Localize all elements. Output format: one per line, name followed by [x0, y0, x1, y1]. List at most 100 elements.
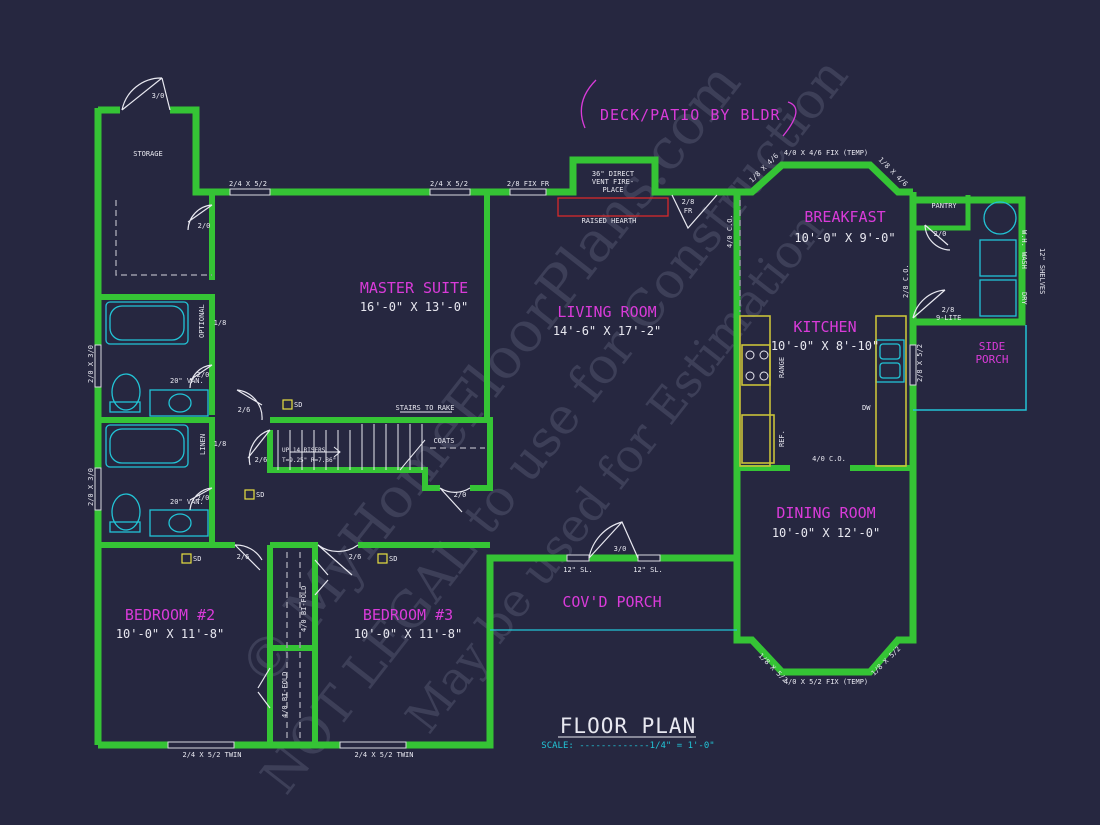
opening-top-b: 2/4 X 5/2 [430, 180, 468, 188]
room-dims-master: 16'-0" X 13'-0" [360, 300, 468, 314]
label-dryer: DRY [1020, 292, 1028, 305]
room-name-master: MASTER SUITE [360, 279, 468, 297]
door-swings [121, 77, 951, 709]
washer [979, 239, 1017, 277]
door-linen: 1/8 [214, 440, 227, 448]
opening-bottom-b: 2/4 X 5/2 TWIN [354, 751, 413, 759]
label-smoke-detector-3: SD [193, 555, 201, 563]
toilet-1 [111, 373, 141, 411]
kitchen-counters [739, 315, 907, 467]
label-fireplace-1: 36" DIRECT [592, 170, 635, 178]
water-heater [983, 201, 1017, 235]
toilet-2 [111, 493, 141, 531]
room-name-side-porch-1: SIDE [979, 340, 1006, 353]
label-fireplace-2: VENT FIRE- [592, 178, 634, 186]
room-dims-living: 14'-6" X 17'-2" [553, 324, 661, 338]
room-name-bedroom-3: BEDROOM #3 [363, 606, 453, 624]
door-french-size: 2/8 [682, 198, 695, 206]
label-nine-lite: 9-LITE [936, 314, 961, 322]
opening-sl-b: 12" SL. [633, 566, 663, 574]
staircase [277, 411, 452, 471]
room-name-kitchen: KITCHEN [793, 318, 856, 336]
small-labels: STORAGE PANTRY COATS STAIRS TO RAKE UP 1… [133, 150, 1046, 718]
pantry-wall [913, 195, 971, 231]
label-coats: COATS [433, 437, 454, 445]
watermark: © MyHomeFloorPlans.com NOT LEGAL to use … [227, 47, 859, 804]
range-burners [745, 350, 769, 381]
door-master-closet: 2/0 [198, 222, 211, 230]
room-dims-bedroom-3: 10'-0" X 11'-8" [354, 627, 462, 641]
exterior-wall-west [98, 106, 750, 196]
side-porch-outline [913, 325, 1027, 411]
opening-bottom-a: 2/4 X 5/2 TWIN [182, 751, 241, 759]
room-name-living: LIVING ROOM [557, 303, 656, 321]
label-storage: STORAGE [133, 150, 163, 158]
label-stairs-treads: T=9.25" R=7.86" [282, 457, 336, 464]
exterior-wall-south [98, 554, 735, 749]
opening-sl-a: 12" SL. [563, 566, 593, 574]
label-water-heater: W.H. [1020, 230, 1028, 247]
room-dims-kitchen: 10'-0" X 8'-10" [771, 339, 879, 353]
label-fireplace-3: PLACE [602, 186, 623, 194]
smoke-detectors [181, 399, 388, 564]
opening-cased-b: 2/8 C.O. [902, 264, 910, 298]
label-smoke-detector-1: SD [294, 401, 302, 409]
label-refrigerator: REF. [778, 430, 786, 447]
walls [94, 106, 1026, 749]
door-storage: 3/0 [152, 92, 165, 100]
door-optional: 1/8 [214, 319, 227, 327]
stair-wall [267, 417, 493, 491]
deck-note: DECK/PATIO BY BLDR [580, 79, 797, 137]
bathtub-2 [105, 424, 189, 468]
door-bedroom-2: 2/6 [237, 553, 250, 561]
room-name-dining: DINING ROOM [776, 504, 875, 522]
opening-fix-temp-top: 4/0 X 4/6 FIX (TEMP) [784, 149, 868, 157]
room-dims-breakfast: 10'-0" X 9'-0" [794, 231, 895, 245]
bathtub-1 [105, 301, 189, 345]
label-bifold-1: 4/0 BI-FOLD [300, 586, 308, 632]
fixtures [105, 201, 1027, 631]
room-dims-bedroom-2: 10'-0" X 11'-8" [116, 627, 224, 641]
opening-diag-bl: 1/8 X 5/2 [757, 652, 789, 684]
bath-wall-a [98, 294, 215, 415]
plan-scale: SCALE: -------------1/4" = 1'-0" [541, 741, 714, 751]
label-vanity-1: 20" VAN. [170, 377, 204, 385]
label-optional: OPTIONAL [198, 304, 206, 338]
closet-shelving [115, 200, 741, 740]
door-stair: 2/6 [255, 456, 268, 464]
door-front: 3/0 [614, 545, 627, 553]
room-dims-dining: 10'-0" X 12'-0" [772, 526, 880, 540]
breakfast-bay-wall [737, 161, 913, 196]
vanity-1 [149, 389, 209, 417]
door-bedroom-3: 2/6 [349, 553, 362, 561]
door-bath-2: 2/0 [197, 494, 210, 502]
room-name-covered-porch: COV'D PORCH [562, 593, 661, 611]
door-side: 2/8 [942, 306, 955, 314]
door-pantry: 2/0 [934, 230, 947, 238]
opening-fix-temp-bottom: 4/0 X 5/2 FIX (TEMP) [784, 678, 868, 686]
opening-left-a: 2/0 X 3/0 [87, 345, 95, 383]
label-raised-hearth: RAISED HEARTH [582, 217, 637, 225]
door-coats: 2/0 [454, 491, 467, 499]
label-linen: LINEN [199, 434, 207, 455]
opening-cased-c: 4/0 C.O. [812, 455, 846, 463]
deck-note-text: DECK/PATIO BY BLDR [600, 106, 781, 124]
dryer [979, 279, 1017, 317]
opening-cased-a: 4/0 C.O. [726, 214, 734, 248]
title-block: FLOOR PLAN SCALE: -------------1/4" = 1'… [541, 714, 714, 751]
room-name-side-porch-2: PORCH [975, 353, 1008, 366]
label-range: RANGE [778, 357, 786, 378]
label-pantry: PANTRY [931, 202, 957, 210]
room-name-bedroom-2: BEDROOM #2 [125, 606, 215, 624]
dining-bay-wall [733, 465, 917, 676]
label-stairs-to-rake: STAIRS TO RAKE [395, 404, 454, 412]
label-smoke-detector-2: SD [256, 491, 264, 499]
bath-wall-b [98, 417, 215, 545]
opening-top-a: 2/4 X 5/2 [229, 180, 267, 188]
label-stairs-up: UP 14 RISERS [282, 447, 326, 454]
opening-left-b: 2/0 X 3/0 [87, 468, 95, 506]
opening-right-side: 2/8 X 5/2 [916, 344, 924, 382]
door-bath-1: 2/0 [197, 371, 210, 379]
door-labels: 3/0 2/0 1/8 2/0 2/6 2/6 1/8 2/0 2/6 2/6 … [152, 92, 955, 561]
